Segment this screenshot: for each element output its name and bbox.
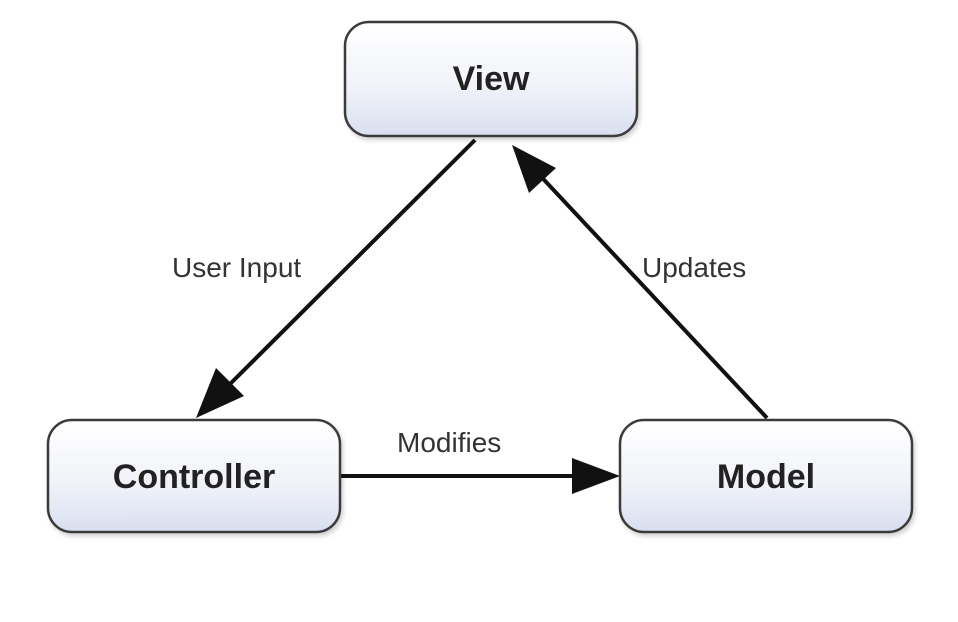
updates-arrow-line — [531, 166, 769, 420]
modifies-label: Modifies — [397, 427, 501, 458]
edge-updates — [512, 145, 769, 420]
user-input-arrow-line — [220, 138, 477, 394]
model-node: Model — [618, 418, 914, 534]
view-label: View — [453, 60, 530, 98]
edge-user-input — [196, 138, 477, 418]
updates-label: Updates — [642, 252, 746, 283]
controller-box — [46, 418, 342, 534]
edge-modifies — [340, 458, 620, 494]
model-label: Model — [717, 458, 815, 496]
model-box — [618, 418, 914, 534]
view-box — [343, 20, 639, 138]
updates-arrowhead — [512, 145, 556, 193]
user-input-arrowhead — [196, 368, 244, 418]
view-node: View — [343, 20, 639, 138]
controller-node: Controller — [46, 418, 342, 534]
controller-label: Controller — [113, 458, 275, 496]
user-input-label: User Input — [172, 252, 301, 283]
modifies-arrowhead — [572, 458, 620, 494]
